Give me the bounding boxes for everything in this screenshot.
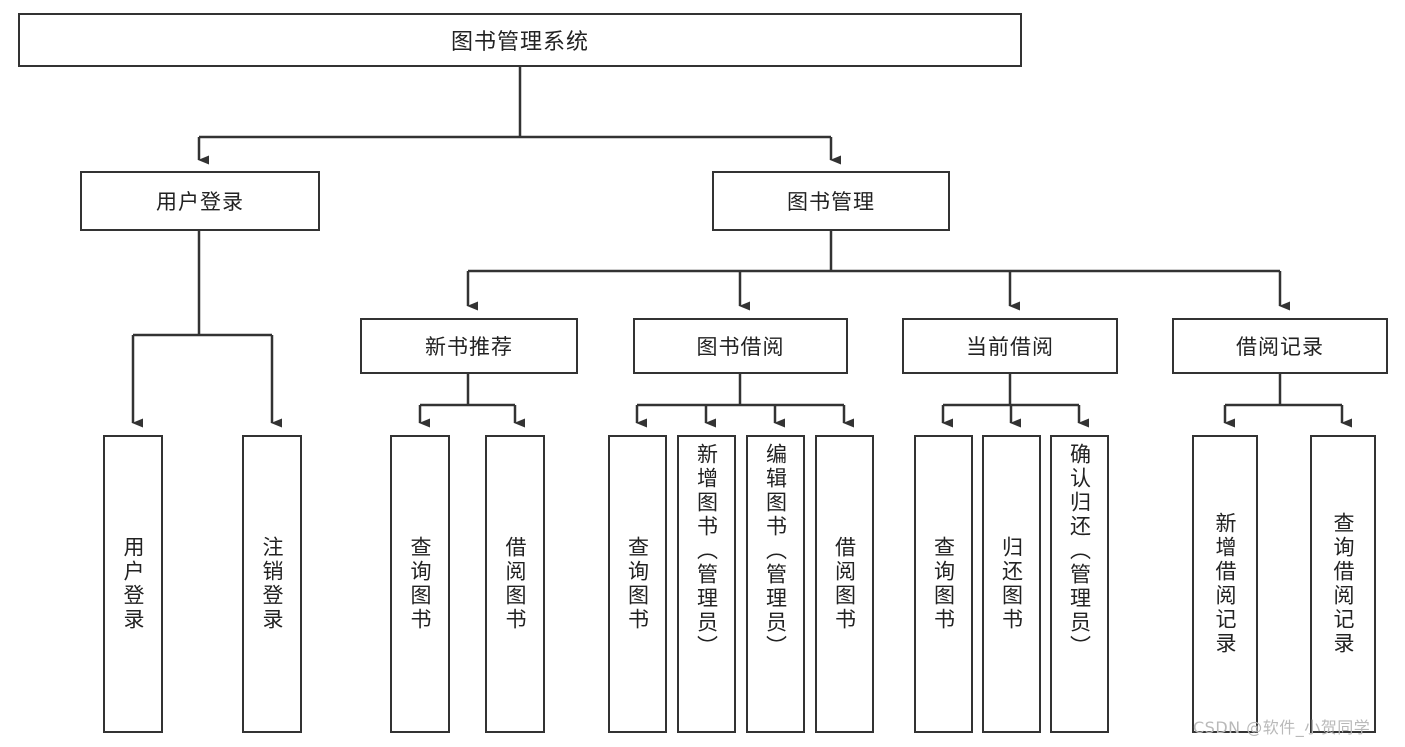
node-label: 查询图书 xyxy=(625,536,650,632)
node-label: 注销登录 xyxy=(260,536,284,632)
node-label: 借阅记录 xyxy=(1236,335,1324,359)
node-user-login[interactable]: 用户登录 xyxy=(80,171,320,231)
leaf-borrow-borrow-book[interactable]: 借阅图书 xyxy=(815,435,874,733)
node-label: 查询图书 xyxy=(408,536,432,632)
node-label: 新书推荐 xyxy=(425,335,513,359)
leaf-current-confirm-return-admin[interactable]: 确认归还（管理员） xyxy=(1050,435,1109,733)
leaf-user-logout[interactable]: 注销登录 xyxy=(242,435,302,733)
leaf-record-add-record[interactable]: 新增借阅记录 xyxy=(1192,435,1258,733)
node-label: 图书管理 xyxy=(787,190,875,214)
node-root-system[interactable]: 图书管理系统 xyxy=(18,13,1022,67)
node-label: 用户登录 xyxy=(121,536,145,632)
leaf-borrow-query-book[interactable]: 查询图书 xyxy=(608,435,667,733)
node-borrow-record[interactable]: 借阅记录 xyxy=(1172,318,1388,374)
node-label: 当前借阅 xyxy=(966,335,1054,359)
node-label: 图书管理系统 xyxy=(450,30,589,55)
leaf-recommend-borrow-book[interactable]: 借阅图书 xyxy=(485,435,545,733)
leaf-record-query-record[interactable]: 查询借阅记录 xyxy=(1310,435,1376,733)
leaf-user-login[interactable]: 用户登录 xyxy=(103,435,163,733)
leaf-current-query-book[interactable]: 查询图书 xyxy=(914,435,973,733)
leaf-borrow-add-book-admin[interactable]: 新增图书（管理员） xyxy=(677,435,736,733)
node-label: 查询借阅记录 xyxy=(1331,512,1355,656)
leaf-current-return-book[interactable]: 归还图书 xyxy=(982,435,1041,733)
leaf-recommend-query-book[interactable]: 查询图书 xyxy=(390,435,450,733)
node-label: 借阅图书 xyxy=(832,536,857,632)
node-label: 借阅图书 xyxy=(503,536,527,632)
node-book-management[interactable]: 图书管理 xyxy=(712,171,950,231)
node-label: 归还图书 xyxy=(999,536,1024,632)
node-current-borrow[interactable]: 当前借阅 xyxy=(902,318,1118,374)
node-label: 新增借阅记录 xyxy=(1213,512,1237,656)
node-label: 编辑图书（管理员） xyxy=(763,443,788,659)
node-new-book-recommend[interactable]: 新书推荐 xyxy=(360,318,578,374)
leaf-borrow-edit-book-admin[interactable]: 编辑图书（管理员） xyxy=(746,435,805,733)
node-label: 查询图书 xyxy=(931,536,956,632)
node-label: 图书借阅 xyxy=(696,335,785,359)
csdn-watermark: CSDN @软件_小贺同学 xyxy=(1193,718,1371,737)
node-label: 确认归还（管理员） xyxy=(1067,443,1092,659)
node-label: 用户登录 xyxy=(156,190,244,214)
node-label: 新增图书（管理员） xyxy=(694,443,719,659)
node-book-borrow[interactable]: 图书借阅 xyxy=(633,318,848,374)
